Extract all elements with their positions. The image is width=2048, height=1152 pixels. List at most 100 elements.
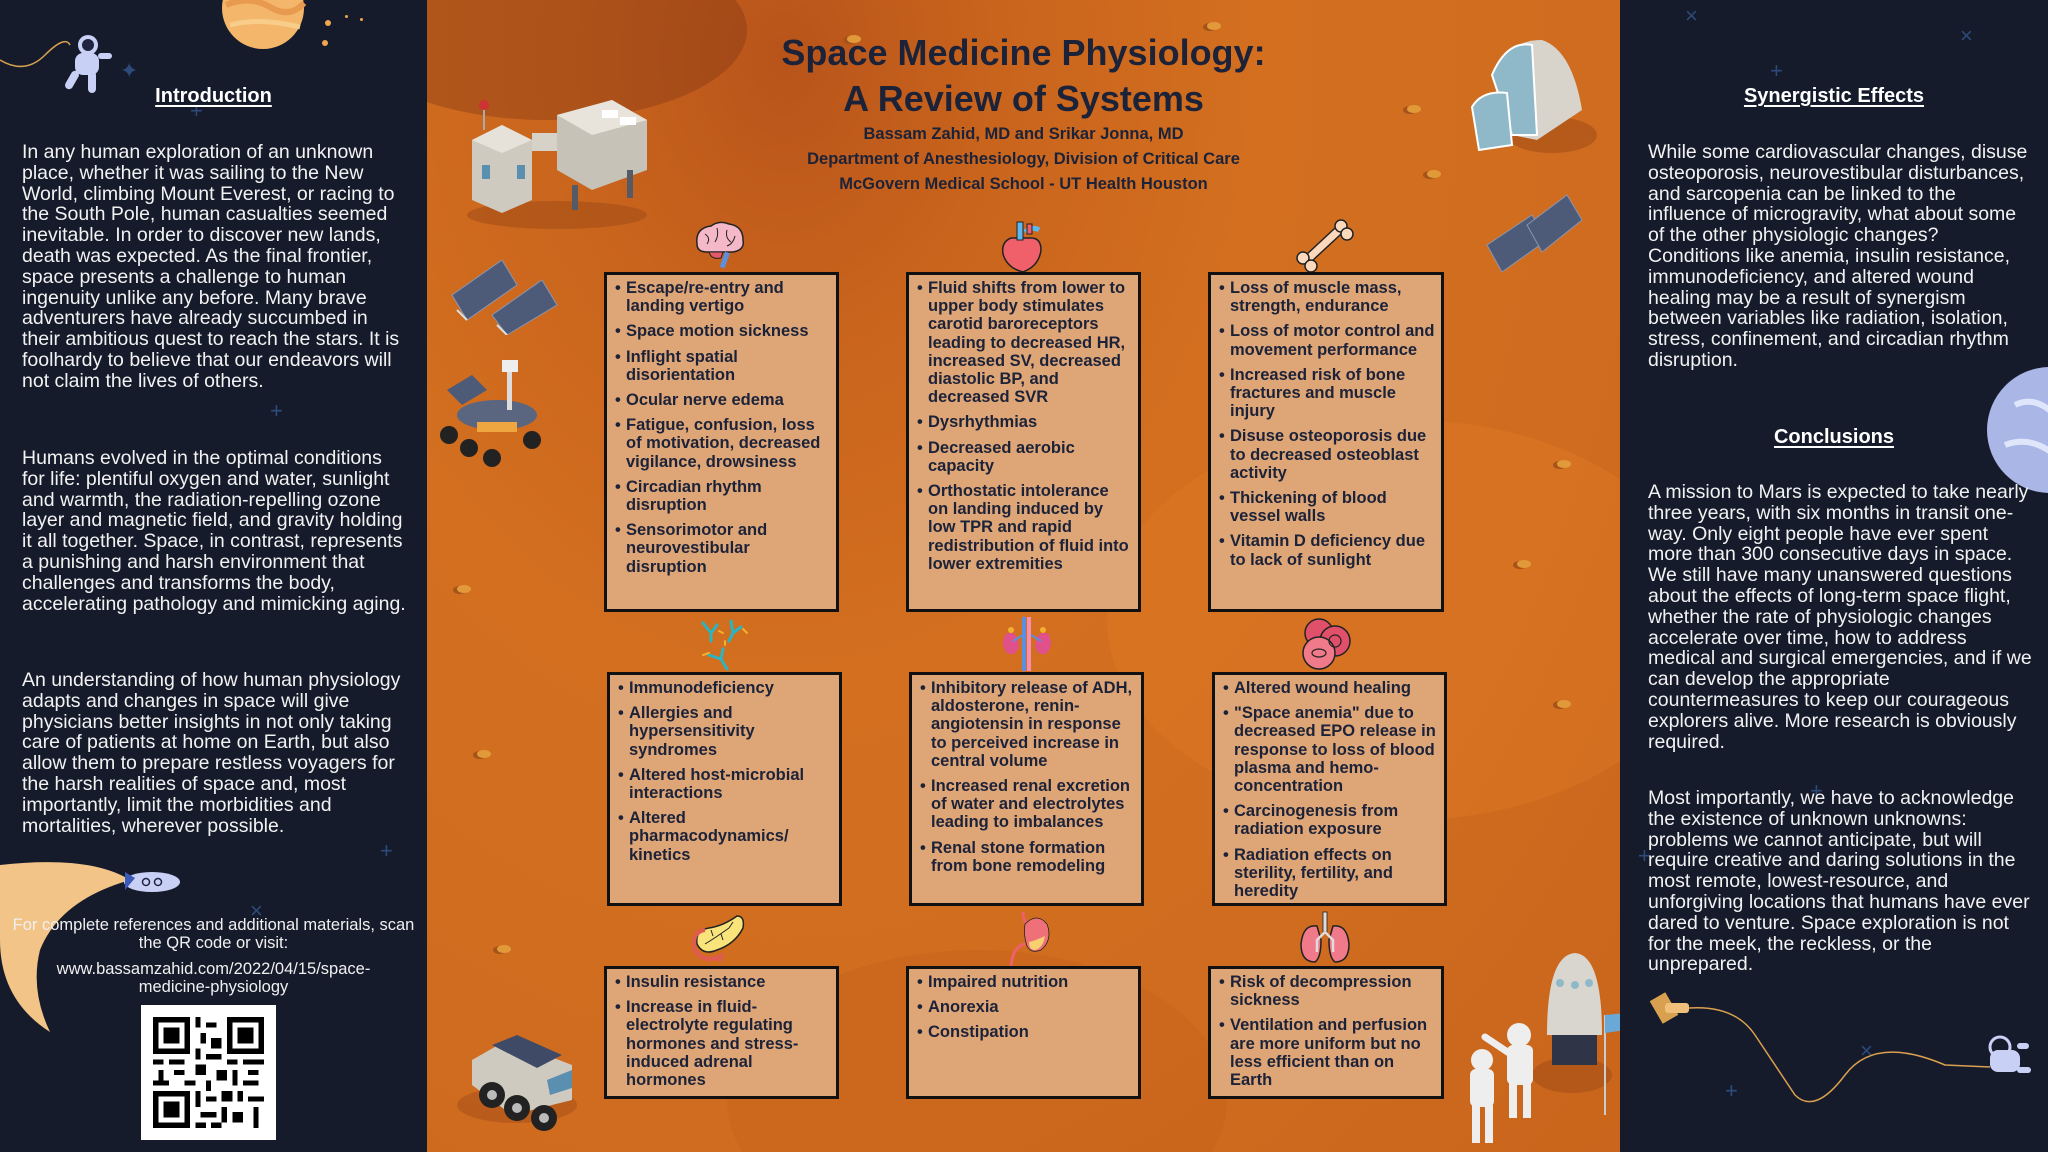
- bone-icon: [1295, 218, 1355, 274]
- star-decoration: ✦: [120, 58, 139, 83]
- rock-decoration: [477, 750, 491, 758]
- astronaut-illustration: [0, 25, 115, 95]
- lungs-icon: [1295, 910, 1355, 966]
- list-item: Constipation: [917, 1023, 1132, 1041]
- star-dot: [345, 15, 348, 18]
- list-item: Loss of muscle mass, strength, endurance: [1219, 279, 1435, 315]
- star-decoration: ×: [250, 898, 263, 923]
- list-item: Increased renal excretion of water and e…: [920, 777, 1135, 832]
- list-item: Fatigue, confusion, loss of motivation, …: [615, 416, 830, 471]
- list-item: Radiation effects on sterility, fertilit…: [1223, 846, 1438, 901]
- list-item: Renal stone formation from bone remodeli…: [920, 839, 1135, 875]
- institution: McGovern Medical School - UT Health Hous…: [839, 175, 1208, 193]
- list-item: Fluid shifts from lower to upper body st…: [917, 279, 1132, 406]
- list-item: Impaired nutrition: [917, 973, 1132, 991]
- system-box-gastrointestinal: Impaired nutrition Anorexia Constipation: [906, 966, 1141, 1099]
- intro-paragraph-3: An understanding of how human physiology…: [22, 669, 401, 837]
- list-item: Risk of decompression sickness: [1219, 973, 1435, 1009]
- rocket-illustration: [0, 860, 180, 1040]
- qr-code[interactable]: [141, 1005, 276, 1140]
- mars-background: Space Medicine Physiology: A Review of S…: [427, 0, 1620, 1152]
- list-item: Escape/re-entry and landing vertigo: [615, 279, 830, 315]
- star-decoration: +: [1810, 778, 1823, 803]
- list-item: Disuse osteoporosis due to decreased ost…: [1219, 427, 1435, 482]
- title-line-1: Space Medicine Physiology:: [781, 32, 1266, 73]
- intro-paragraph-2: Humans evolved in the optimal conditions…: [22, 447, 406, 615]
- antibody-icon: [693, 615, 753, 671]
- heart-icon: [993, 218, 1053, 274]
- star-dot: [322, 40, 328, 46]
- list-item: Altered wound healing: [1223, 679, 1438, 697]
- references-url-link[interactable]: www.bassamzahid.com/2022/04/15/space-med…: [56, 960, 371, 996]
- star-decoration: +: [1725, 1078, 1738, 1103]
- satellite-astronaut-illustration: [1645, 985, 2045, 1105]
- star-decoration: ×: [1960, 23, 1973, 48]
- star-dot: [325, 20, 331, 26]
- list-item: Immunodeficiency: [618, 679, 833, 697]
- list-item: Inhibitory release of ADH, aldosterone, …: [920, 679, 1135, 770]
- list-item: Anorexia: [917, 998, 1132, 1016]
- rock-decoration: [1207, 22, 1221, 30]
- star-decoration: +: [1770, 58, 1783, 83]
- star-decoration: ×: [1685, 3, 1698, 28]
- pancreas-icon: [689, 910, 749, 966]
- list-item: Allergies and hypersensitivity syndromes: [618, 704, 833, 759]
- list-item: Increase in fluid-electrolyte regulating…: [615, 998, 830, 1089]
- list-item: Ocular nerve edema: [615, 391, 830, 409]
- kidney-icon: [997, 615, 1057, 671]
- poster-title: Space Medicine Physiology: A Review of S…: [427, 30, 1620, 122]
- rock-decoration: [1427, 170, 1441, 178]
- system-box-musculoskeletal: Loss of muscle mass, strength, endurance…: [1208, 272, 1444, 612]
- rock-decoration: [1517, 560, 1531, 568]
- poster-header: Space Medicine Physiology: A Review of S…: [427, 30, 1620, 197]
- rock-decoration: [497, 945, 511, 953]
- exploration-vehicle-illustration: [452, 1020, 587, 1135]
- solar-panels-illustration: [442, 240, 572, 335]
- list-item: Altered pharmacodynamics/ kinetics: [618, 809, 833, 864]
- system-box-cardiovascular: Fluid shifts from lower to upper body st…: [906, 272, 1141, 612]
- rock-decoration: [847, 35, 861, 43]
- qr-code-icon: [153, 1017, 264, 1128]
- rock-decoration: [457, 585, 471, 593]
- mars-rover-illustration: [437, 360, 557, 470]
- synergistic-effects-paragraph: While some cardiovascular changes, disus…: [1648, 141, 2028, 371]
- list-item: Loss of motor control and movement perfo…: [1219, 322, 1435, 358]
- list-item: Ventilation and perfusion are more unifo…: [1219, 1016, 1435, 1089]
- habitat-illustration: [462, 95, 657, 230]
- list-item: Insulin resistance: [615, 973, 830, 991]
- planet-illustration: [1985, 365, 2048, 495]
- star-decoration: +: [380, 838, 393, 863]
- list-item: Thickening of blood vessel walls: [1219, 489, 1435, 525]
- star-decoration: +: [190, 98, 203, 123]
- rock-decoration: [1407, 105, 1421, 113]
- astronauts-lander-illustration: [1457, 925, 1620, 1150]
- list-item: Sensorimotor and neurovestibular disrupt…: [615, 521, 830, 576]
- list-item: Dysrhythmias: [917, 413, 1132, 431]
- conclusions-paragraph-1: A mission to Mars is expected to take ne…: [1648, 481, 2032, 753]
- list-item: Inflight spatial disorientation: [615, 348, 830, 384]
- synergistic-effects-heading: Synergistic Effects: [1743, 85, 1925, 107]
- solar-panels-illustration: [1482, 190, 1602, 285]
- authors: Bassam Zahid, MD and Srikar Jonna, MD: [863, 125, 1184, 143]
- system-box-endocrine: Insulin resistance Increase in fluid-ele…: [604, 966, 839, 1099]
- list-item: Carcinogenesis from radiation exposure: [1223, 802, 1438, 838]
- star-decoration: +: [270, 398, 283, 423]
- list-item: "Space anemia" due to decreased EPO rele…: [1223, 704, 1438, 795]
- system-box-immune: Immunodeficiency Allergies and hypersens…: [607, 672, 842, 906]
- rock-decoration: [1557, 460, 1571, 468]
- conclusions-heading: Conclusions: [1773, 426, 1894, 448]
- introduction-heading: Introduction: [155, 85, 272, 107]
- star-dot: [360, 18, 363, 21]
- star-decoration: +: [1638, 843, 1651, 868]
- title-line-2: A Review of Systems: [843, 78, 1204, 119]
- brain-icon: [689, 218, 749, 274]
- department: Department of Anesthesiology, Division o…: [807, 150, 1240, 168]
- list-item: Altered host-microbial interactions: [618, 766, 833, 802]
- list-item: Circadian rhythm disruption: [615, 478, 830, 514]
- blood-cells-icon: [1295, 615, 1355, 671]
- list-item: Increased risk of bone fractures and mus…: [1219, 366, 1435, 421]
- rock-decoration: [1557, 700, 1571, 708]
- references-note: For complete references and additional m…: [12, 916, 415, 952]
- system-box-hematologic: Altered wound healing "Space anemia" due…: [1212, 672, 1447, 906]
- system-box-renal: Inhibitory release of ADH, aldosterone, …: [909, 672, 1144, 906]
